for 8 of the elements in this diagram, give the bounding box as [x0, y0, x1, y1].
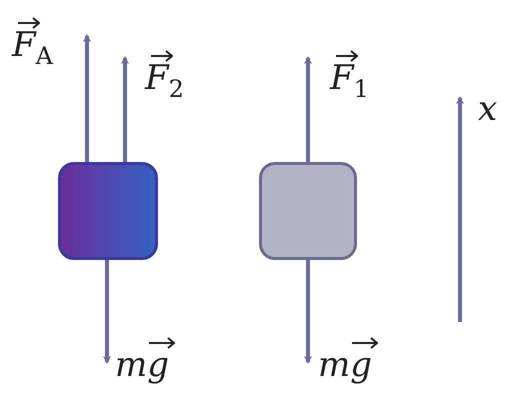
- force-label: mg: [318, 348, 372, 382]
- force-label: F$_{A}$: [12, 28, 53, 68]
- force-label: F$_{1}$: [330, 61, 369, 101]
- block: [58, 162, 158, 260]
- axis-label: x: [478, 92, 498, 126]
- block: [259, 162, 357, 260]
- force-label: F$_{2}$: [145, 61, 184, 101]
- force-label: mg: [115, 348, 170, 382]
